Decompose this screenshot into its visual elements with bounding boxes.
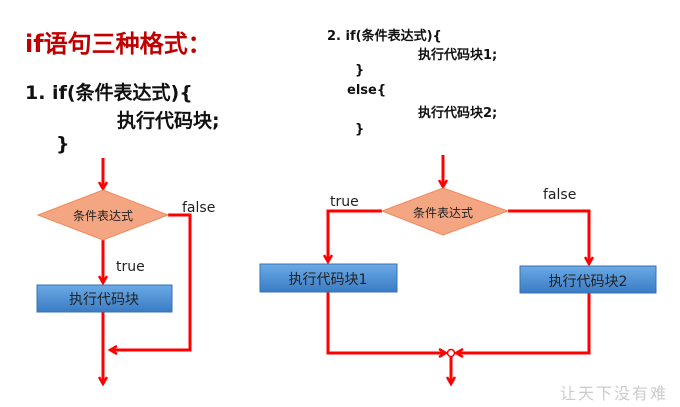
flow2-false-arrow bbox=[508, 209, 589, 264]
flow1-block-text: 执行代码块 bbox=[69, 292, 139, 308]
flow2-block1-box bbox=[259, 263, 398, 293]
flow2-condition-text: 条件表达式 bbox=[413, 206, 473, 220]
flow2-block2-text: 执行代码块2 bbox=[549, 274, 628, 290]
flow1-block-box bbox=[36, 284, 173, 313]
flow2-merge-right bbox=[456, 293, 591, 353]
format1-line2: 执行代码块; bbox=[117, 110, 220, 132]
flow1-false-label: false bbox=[182, 200, 215, 216]
flow1-condition-text: 条件表达式 bbox=[73, 209, 133, 223]
format2-line5: 执行代码块2; bbox=[418, 106, 498, 121]
format1-line3: } bbox=[56, 133, 70, 155]
watermark: 让天下没有难 bbox=[560, 384, 669, 403]
format2-line1: 2. if(条件表达式){ bbox=[327, 29, 442, 44]
flow2-false-label: false bbox=[543, 187, 576, 203]
format2-line4: else{ bbox=[347, 83, 387, 98]
flow1-condition-diamond bbox=[36, 189, 170, 241]
page-title: if语句三种格式： bbox=[25, 30, 212, 58]
flow2-condition-diamond bbox=[380, 187, 510, 236]
flow2-block1-text: 执行代码块1 bbox=[289, 272, 368, 288]
flow2-block2-box bbox=[519, 265, 657, 294]
format2-line2: 执行代码块1; bbox=[418, 48, 498, 63]
merge-node bbox=[446, 348, 456, 358]
flow2-true-label: true bbox=[330, 194, 359, 210]
flow2-merge-left bbox=[326, 292, 446, 353]
flow1-true-label: true bbox=[116, 259, 145, 275]
flow2-true-arrow bbox=[328, 209, 382, 262]
format2-line6: } bbox=[355, 122, 365, 137]
format1-line1: 1. if(条件表达式){ bbox=[25, 82, 193, 104]
flow1-false-arrow bbox=[110, 213, 192, 350]
format2-line3: } bbox=[355, 63, 365, 78]
